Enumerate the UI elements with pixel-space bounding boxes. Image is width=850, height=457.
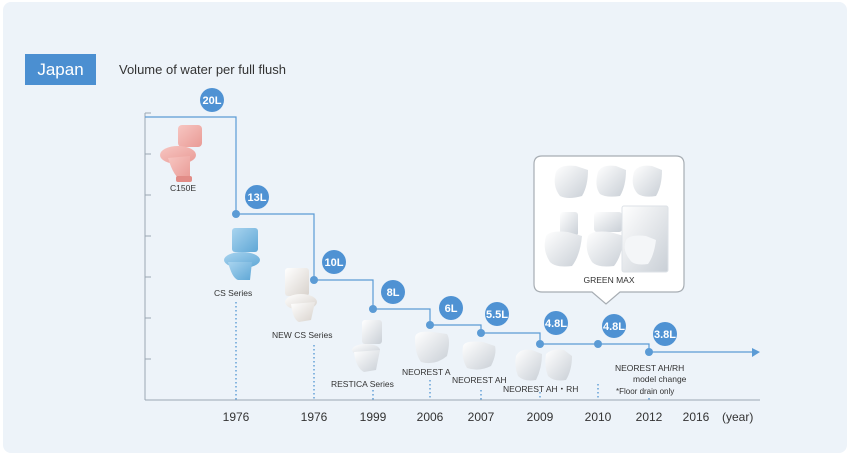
chart-title: Volume of water per full flush (119, 62, 286, 77)
data-point (426, 321, 434, 329)
new-cs-series-toilet-icon (285, 268, 317, 322)
x-tick-label: 2010 (585, 410, 612, 424)
x-tick-label: 1976 (301, 410, 328, 424)
product-label: C150E (170, 183, 196, 193)
x-tick-label: 2006 (417, 410, 444, 424)
product-label: RESTICA Series (331, 379, 394, 389)
volume-badge (544, 311, 568, 335)
product-label: GREEN MAX (583, 275, 634, 285)
green-max-products-icon (544, 165, 669, 273)
x-unit-label: (year) (722, 410, 753, 424)
x-tick-label: 2007 (468, 410, 495, 424)
product-label: NEOREST AH (452, 375, 507, 385)
volume-label: 8L (387, 287, 400, 299)
product-label: NEOREST AH・RH (503, 384, 578, 394)
product-label: CS Series (214, 288, 252, 298)
data-point (594, 340, 602, 348)
green-max-callout (533, 155, 685, 305)
data-point (369, 305, 377, 313)
volume-badge (485, 302, 509, 326)
volume-label: 5.5L (486, 309, 508, 321)
volume-label: 10L (325, 257, 344, 269)
x-tick-label: 2009 (527, 410, 554, 424)
arrow-head-icon (752, 348, 760, 357)
neorest-ah-rh-toilet-icon (515, 349, 572, 381)
product-label: NEOREST AH/RH (615, 363, 684, 373)
volume-badge (381, 280, 405, 304)
data-point (232, 210, 240, 218)
neorest-ah-toilet-icon (462, 341, 496, 370)
data-point (477, 329, 485, 337)
floor-drain-note: *Floor drain only (616, 387, 674, 396)
chart-panel (3, 2, 847, 453)
volume-badge (322, 250, 346, 274)
product-label: NEW CS Series (272, 330, 332, 340)
volume-badge (653, 322, 677, 346)
x-tick-label: 2016 (683, 410, 710, 424)
volume-label: 4.8L (603, 321, 625, 333)
region-tag: Japan (25, 54, 96, 85)
volume-badge (200, 88, 224, 112)
volume-badge (245, 185, 269, 209)
volume-label: 4.8L (545, 318, 567, 330)
c150e-toilet-icon (160, 125, 202, 182)
volume-badge (439, 296, 463, 320)
x-tick-label: 2012 (636, 410, 663, 424)
x-tick-label: 1999 (360, 410, 387, 424)
volume-label: 20L (203, 95, 222, 107)
volume-badge (602, 314, 626, 338)
data-point (310, 276, 318, 284)
restica-toilet-icon (352, 320, 382, 372)
volume-label: 13L (248, 192, 267, 204)
data-point (536, 340, 544, 348)
x-tick-label: 1976 (223, 410, 250, 424)
product-label: NEOREST A (402, 367, 451, 377)
volume-label: 3.8L (654, 329, 676, 341)
cs-series-toilet-icon (224, 228, 260, 280)
data-point (645, 348, 653, 356)
volume-label: 6L (445, 303, 458, 315)
neorest-a-toilet-icon (415, 331, 449, 364)
product-label: model change (633, 374, 687, 384)
